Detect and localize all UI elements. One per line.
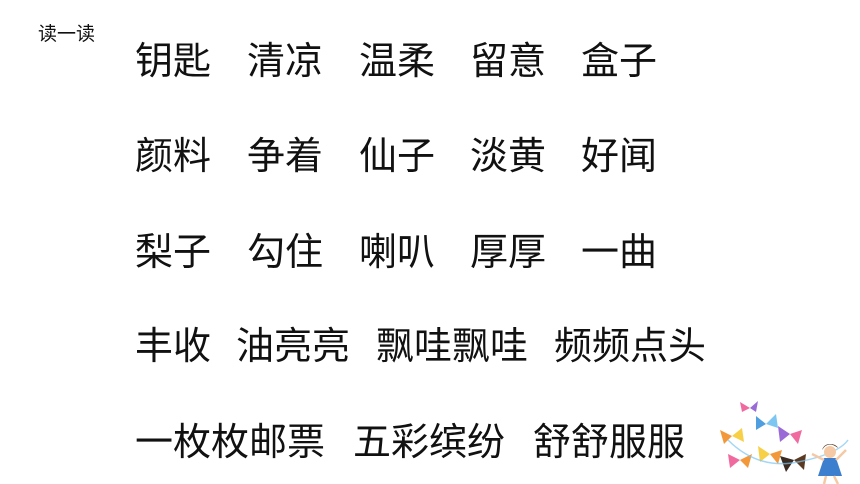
- word: 油亮亮: [236, 324, 351, 368]
- butterfly-icon: [778, 426, 802, 444]
- word: 梨子: [135, 230, 212, 274]
- word: 喇叭: [359, 230, 436, 274]
- word: 淡黄: [470, 134, 547, 178]
- word: 一曲: [581, 230, 658, 274]
- word: 一枚枚邮票: [135, 420, 326, 464]
- word: 钥匙: [135, 39, 212, 83]
- word: 盒子: [581, 39, 658, 83]
- word: 丰收: [135, 324, 212, 368]
- word: 温柔: [359, 39, 436, 83]
- word: 清凉: [247, 39, 324, 83]
- word: 留意: [470, 39, 547, 83]
- butterfly-icon: [758, 446, 782, 464]
- word: 厚厚: [470, 230, 547, 274]
- butterfly-icon: [728, 454, 752, 468]
- word: 仙子: [359, 134, 436, 178]
- butterfly-icon: [720, 428, 744, 444]
- word: 五彩缤纷: [353, 420, 506, 464]
- word: 颜料: [135, 134, 212, 178]
- girl-icon: [811, 444, 847, 484]
- word: 勾住: [247, 230, 324, 274]
- word: 频频点头: [554, 324, 707, 368]
- word: 争着: [247, 134, 324, 178]
- butterfly-icon: [756, 414, 778, 430]
- word: 舒舒服服: [533, 420, 686, 464]
- slide-title: 读一读: [38, 23, 96, 45]
- word: 好闻: [581, 134, 658, 178]
- butterfly-icon: [740, 401, 758, 412]
- girl-with-butterflies-illustration: [720, 401, 849, 484]
- word: 飘哇飘哇: [376, 324, 529, 368]
